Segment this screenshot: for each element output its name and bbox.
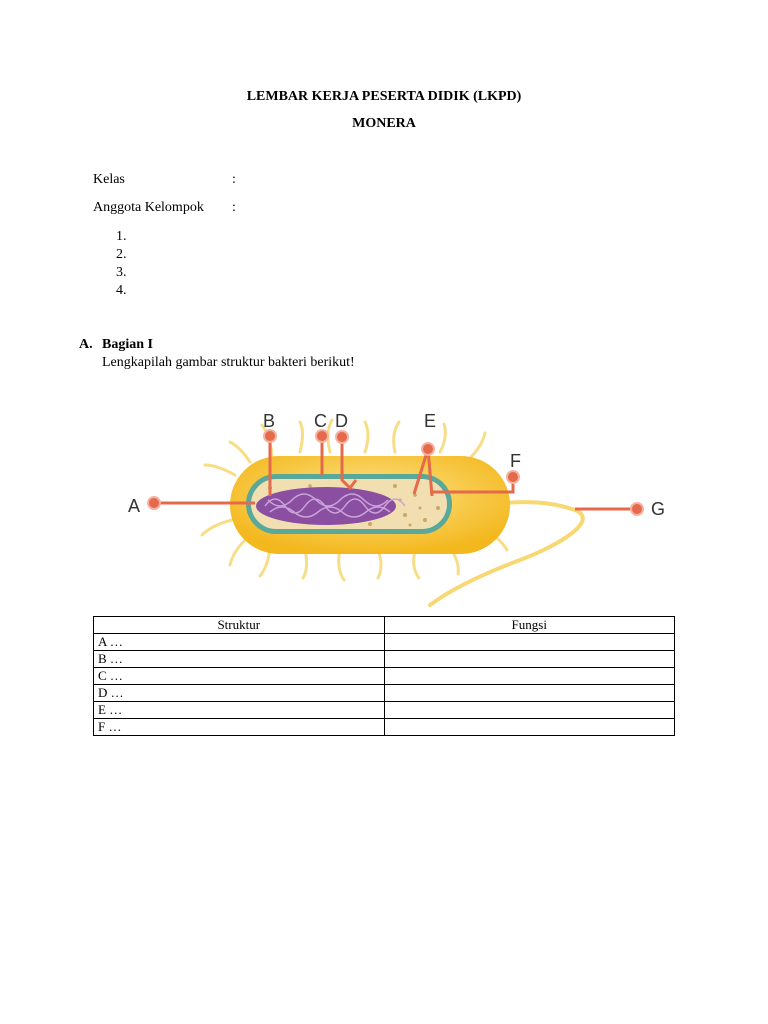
fungsi-cell[interactable]	[383, 633, 675, 651]
label-b: B	[263, 411, 275, 431]
member-list: 1. 2. 3. 4.	[116, 228, 127, 300]
struktur-cell: D …	[93, 684, 385, 702]
dna-strands	[264, 493, 406, 518]
label-g: G	[651, 499, 665, 519]
label-a: A	[128, 496, 140, 516]
section-title: Bagian I	[102, 337, 153, 352]
anggota-colon: :	[232, 200, 236, 215]
table-row: D …	[93, 684, 675, 702]
struktur-cell: F …	[93, 718, 385, 736]
list-item: 1.	[116, 229, 127, 244]
bacteria-diagram: A B C D E F G	[128, 411, 665, 607]
fungsi-cell[interactable]	[383, 701, 675, 719]
label-c: C	[314, 411, 327, 431]
header-struktur: Struktur	[93, 616, 385, 634]
page-subtitle: MONERA	[352, 116, 416, 131]
anggota-label: Anggota Kelompok	[93, 200, 204, 215]
list-item: 4.	[116, 283, 127, 298]
page-title: LEMBAR KERJA PESERTA DIDIK (LKPD)	[246, 89, 522, 104]
flagellum	[428, 500, 585, 607]
struktur-cell: E …	[93, 701, 385, 719]
table-row: F …	[93, 718, 675, 736]
pointer-dots	[147, 429, 644, 516]
struktur-cell: A …	[93, 633, 385, 651]
struktur-cell: B …	[93, 650, 385, 668]
fungsi-cell[interactable]	[383, 650, 675, 668]
section-instruction: Lengkapilah gambar struktur bakteri beri…	[102, 355, 355, 370]
fungsi-cell[interactable]	[383, 667, 675, 685]
label-e: E	[424, 411, 436, 431]
table-row: E …	[93, 701, 675, 719]
structure-table: Struktur Fungsi A … B … C … D … E … F …	[93, 616, 675, 736]
table-header-row: Struktur Fungsi	[93, 616, 675, 634]
kelas-label: Kelas	[93, 172, 125, 187]
table-row: B …	[93, 650, 675, 668]
label-f: F	[510, 451, 521, 471]
header-fungsi: Fungsi	[383, 616, 675, 634]
label-d: D	[335, 411, 348, 431]
pili	[200, 418, 509, 582]
fungsi-cell[interactable]	[383, 684, 675, 702]
list-item: 3.	[116, 265, 127, 280]
list-item: 2.	[116, 247, 127, 262]
table-row: A …	[93, 633, 675, 651]
fungsi-cell[interactable]	[383, 718, 675, 736]
table-row: C …	[93, 667, 675, 685]
section-heading: A. Bagian I	[79, 337, 153, 353]
struktur-cell: C …	[93, 667, 385, 685]
section-letter: A.	[79, 337, 93, 352]
kelas-colon: :	[232, 172, 236, 187]
